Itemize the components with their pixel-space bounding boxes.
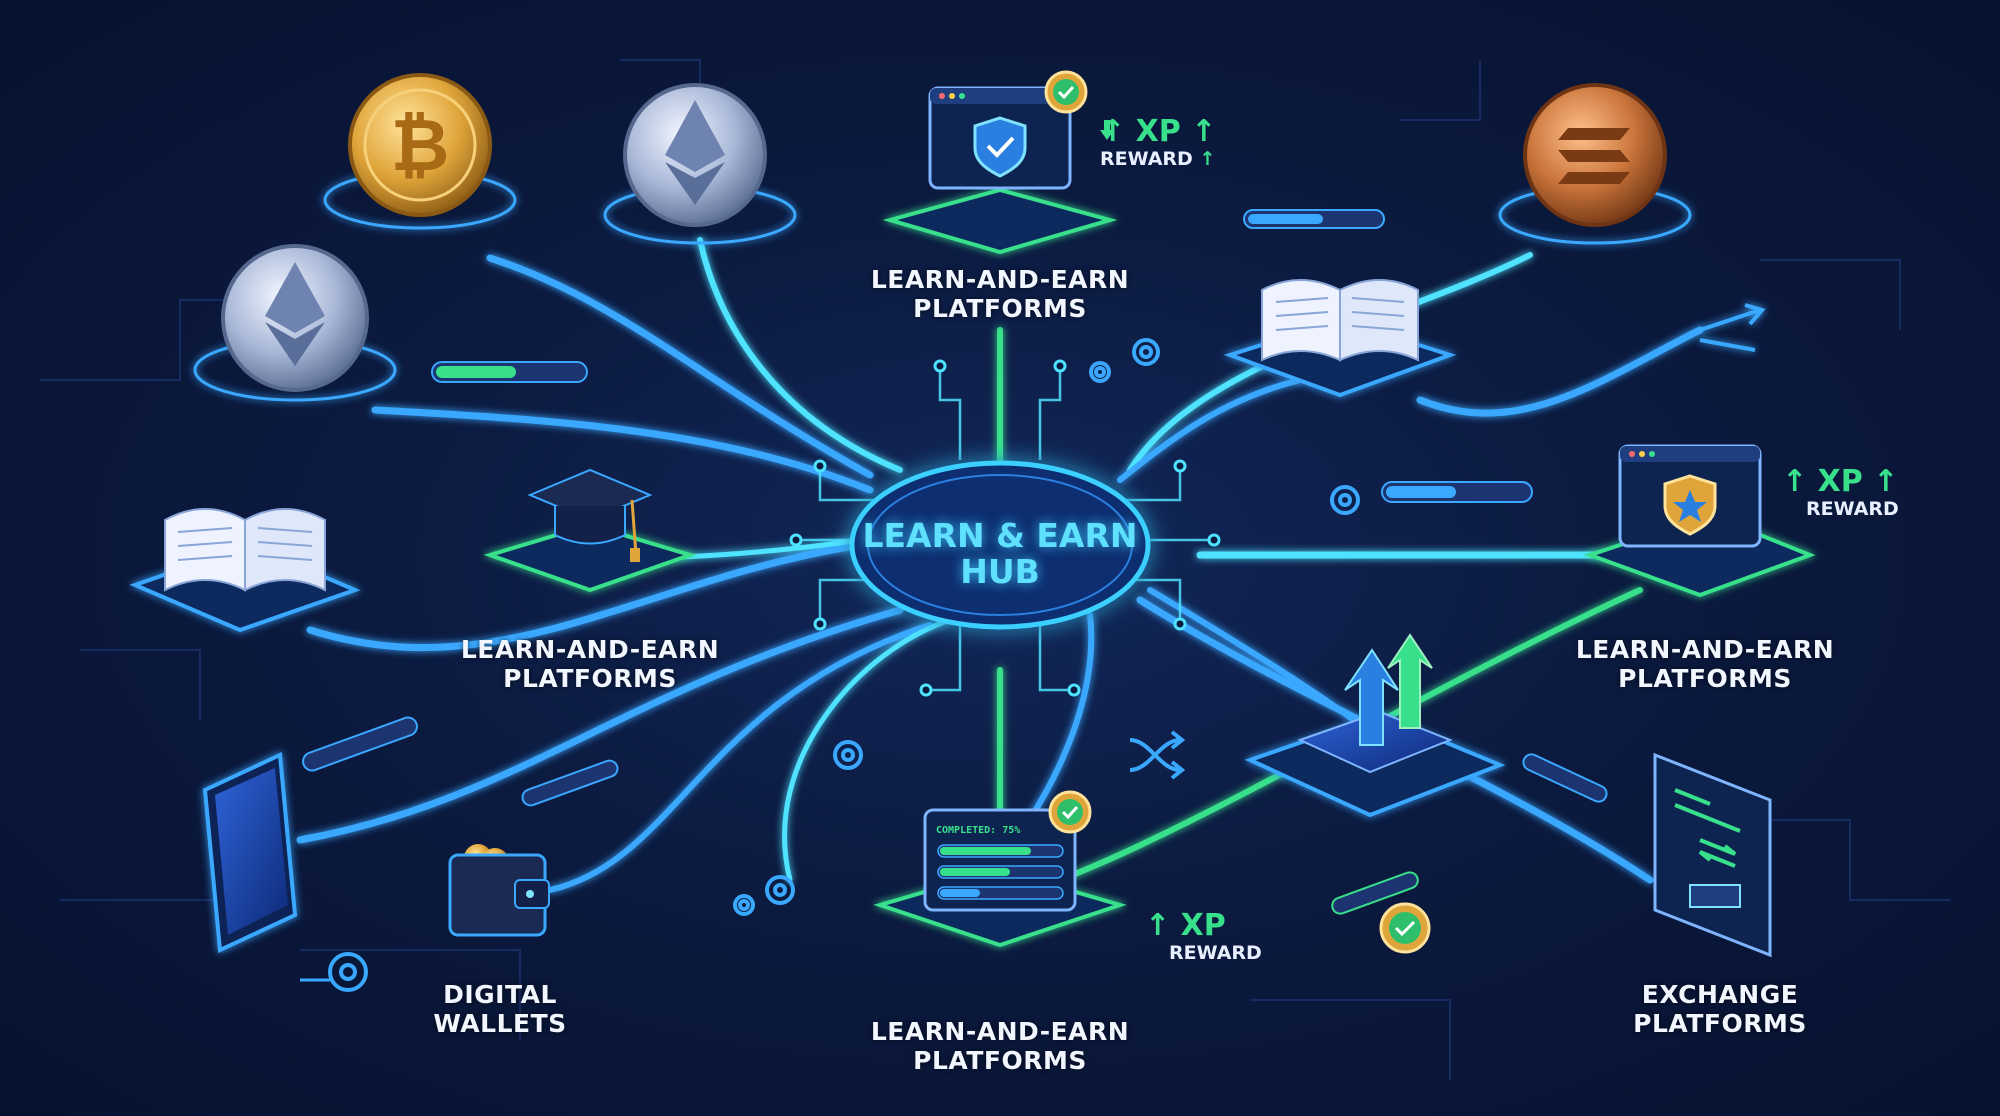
- gear-icon: [735, 877, 793, 914]
- gear-icon: [1134, 340, 1158, 364]
- xp-text: XP: [1181, 908, 1226, 943]
- label-top-platforms: LEARN-AND-EARN PLATFORMS: [870, 265, 1130, 323]
- hub-title: LEARN & EARN HUB: [860, 518, 1140, 590]
- gear-icon: [330, 954, 366, 990]
- reward-text: REWARD: [1169, 942, 1262, 964]
- arrow-out-icon: [1700, 305, 1762, 350]
- open-book-icon: [135, 509, 355, 630]
- hub-title-line2: HUB: [860, 554, 1140, 590]
- reward-text: REWARD: [1806, 498, 1899, 520]
- xp-text: XP: [1136, 114, 1181, 149]
- xp-reward-bottom: ↑ XP REWARD: [1145, 910, 1262, 964]
- label-digital-wallets: DIGITAL WALLETS: [410, 980, 590, 1038]
- label-exchange-platforms: EXCHANGE PLATFORMS: [1610, 980, 1830, 1038]
- link-ethereum-left: [375, 410, 870, 490]
- open-book-icon: [1230, 280, 1450, 395]
- label-left-platforms: LEARN-AND-EARN PLATFORMS: [460, 635, 720, 693]
- graduation-cap-platform[interactable]: [490, 470, 690, 590]
- xp-text: XP: [1818, 464, 1863, 499]
- gear-icon: [1091, 363, 1109, 381]
- bitcoin-coin-icon: ₿: [325, 75, 515, 228]
- label-bottom-platforms: LEARN-AND-EARN PLATFORMS: [870, 1017, 1130, 1075]
- top-platform-node[interactable]: [890, 72, 1110, 252]
- check-badge-icon: [1050, 792, 1090, 832]
- check-badge-icon: [1381, 904, 1429, 952]
- ethereum-coin-icon: [195, 246, 395, 400]
- completed-progress-text: COMPLETED: 75%: [936, 825, 1020, 836]
- trending-cube-node[interactable]: [1250, 635, 1500, 815]
- check-badge-icon: [1046, 72, 1086, 112]
- hub-title-line1: LEARN & EARN: [860, 518, 1140, 554]
- exchange-screen[interactable]: [1655, 755, 1770, 955]
- svg-text:₿: ₿: [391, 103, 450, 187]
- solana-coin-icon: [1500, 85, 1690, 243]
- xp-reward-right: ↑ XP ↑ REWARD: [1782, 466, 1899, 520]
- smartphone-icon: [205, 755, 295, 950]
- gear-icon: [1332, 487, 1358, 513]
- progress-bars: [938, 845, 1063, 899]
- link-far-right-arrow: [1420, 330, 1700, 413]
- reward-text: REWARD: [1100, 148, 1193, 170]
- xp-reward-top: ↑ XP ↑ REWARD ↑: [1100, 116, 1216, 170]
- wallet-icon: [450, 844, 549, 935]
- ethereum-coin-icon: [605, 85, 795, 243]
- shuffle-icon: [1130, 732, 1182, 778]
- link-right-cube: [1150, 590, 1380, 740]
- label-right-platforms: LEARN-AND-EARN PLATFORMS: [1575, 635, 1835, 693]
- gear-icon: [835, 742, 861, 768]
- right-platform-node[interactable]: [1590, 446, 1810, 595]
